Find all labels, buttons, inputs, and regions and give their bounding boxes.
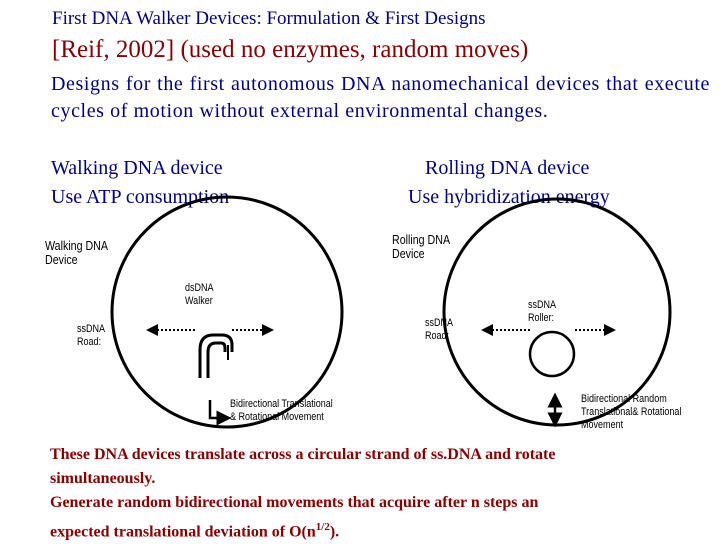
right-movement-label: Bidirectional Random Translational& Rota… [581, 393, 682, 431]
rolling-device-heading: Rolling DNA device [425, 157, 590, 179]
roller-ssdna-icon [528, 330, 576, 378]
walking-device-heading: Walking DNA device [51, 157, 223, 179]
footer-text: These DNA devices translate across a cir… [50, 443, 710, 544]
rolling-device-energy: Use hybridization energy [408, 186, 610, 208]
roller-label: ssDNA Roller: [528, 299, 557, 324]
slide-title: First DNA Walker Devices: Formulation & … [52, 8, 486, 29]
right-figure-title: Rolling DNA Device [392, 232, 451, 261]
left-track-circle [110, 195, 344, 429]
left-road-label: ssDNA Road: [77, 323, 106, 348]
left-movement-label: Bidirectional Translational & Rotational… [230, 398, 333, 423]
left-figure-title: Walking DNA Device [45, 238, 108, 267]
right-road-label: ssDNA Road: [425, 317, 454, 342]
slide-subtitle: [Reif, 2002] (used no enzymes, random mo… [52, 36, 529, 63]
walker-label: dsDNA Walker [185, 282, 214, 307]
intro-text: Designs for the first autonomous DNA nan… [51, 73, 710, 122]
walker-dsdna-icon [198, 333, 234, 378]
left-rotation-arrow-icon [208, 400, 232, 426]
footer-line-4: expected translational deviation of O(n1… [50, 521, 340, 541]
walking-device-energy: Use ATP consumption [51, 186, 230, 208]
right-track-circle [442, 197, 672, 427]
